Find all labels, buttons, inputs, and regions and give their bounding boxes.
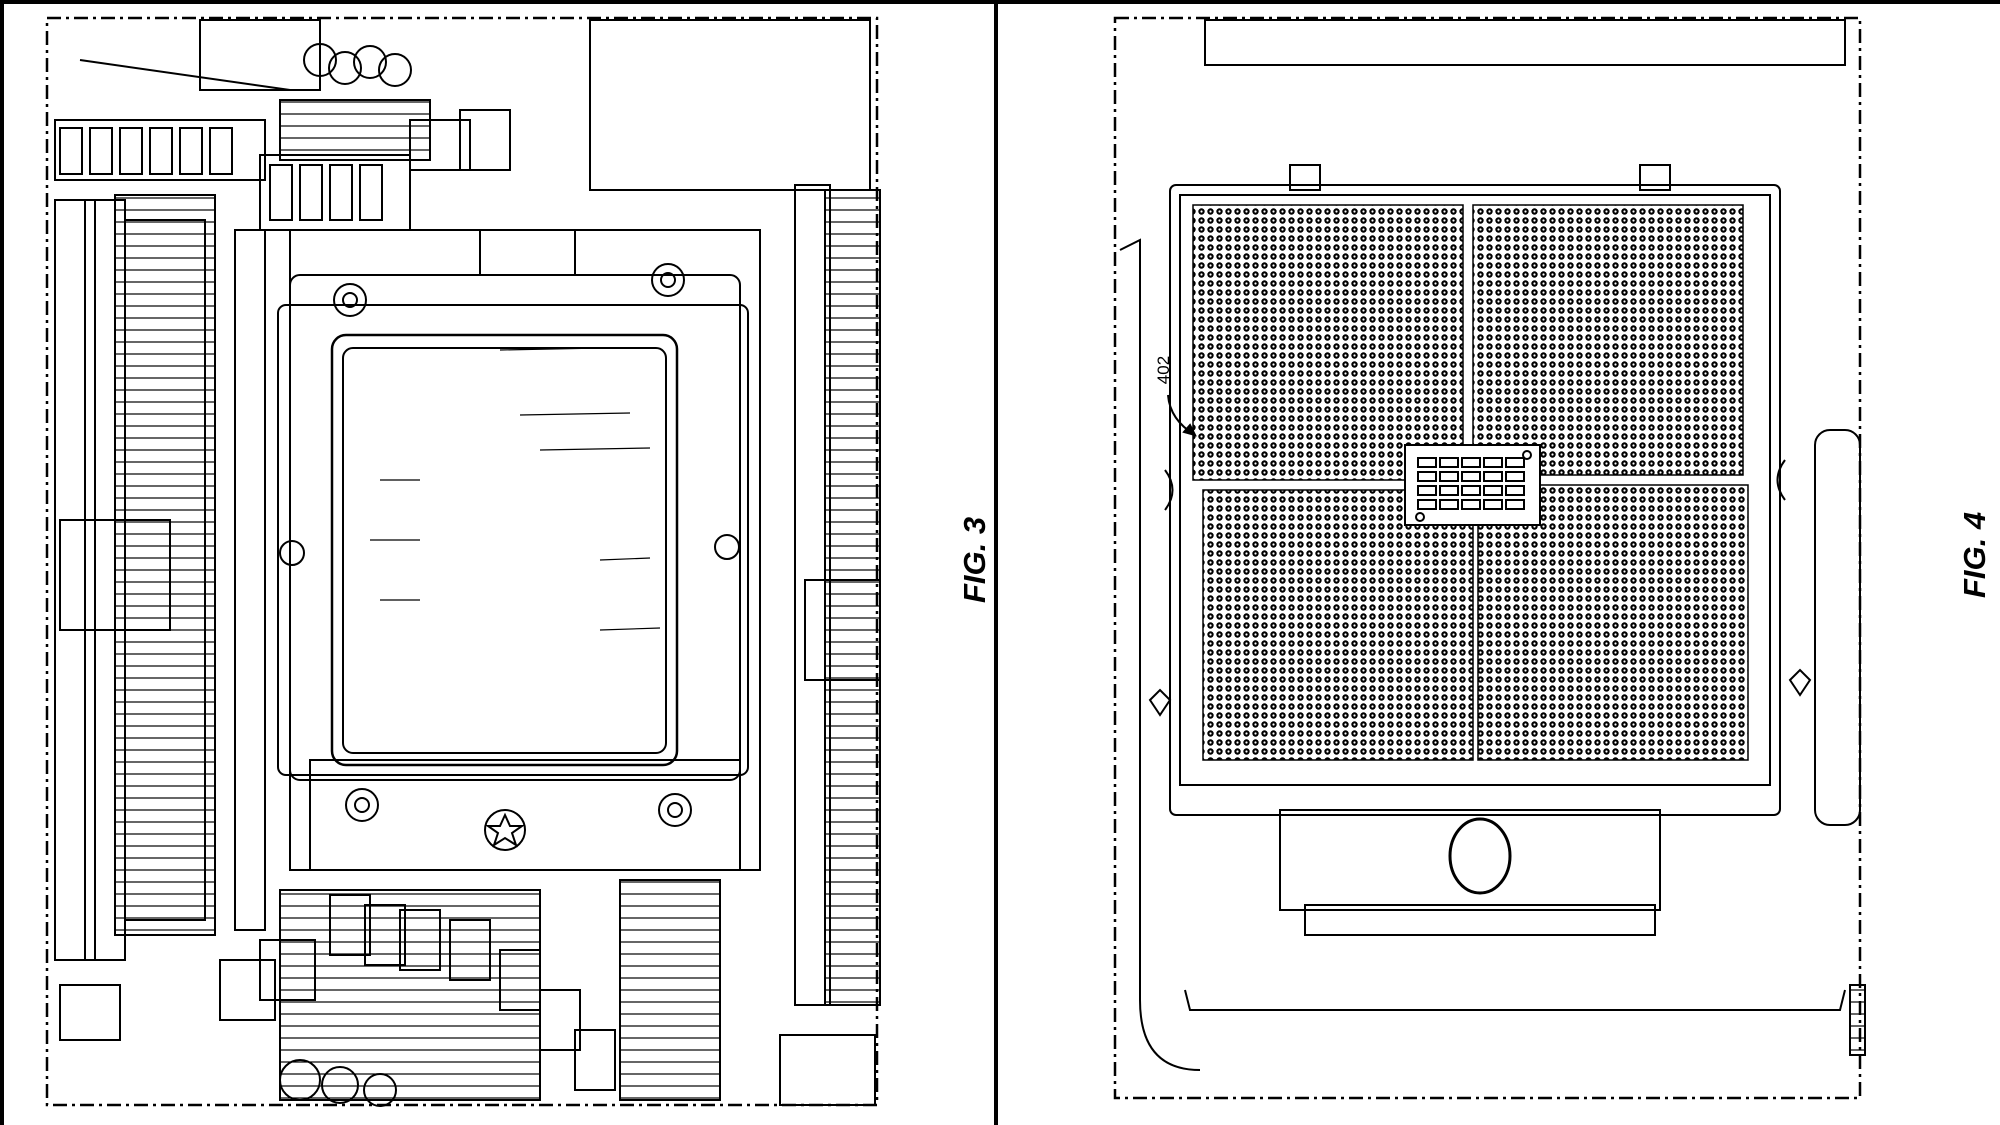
fig4-dashed-border — [1113, 16, 1862, 1100]
fig3-dashed-border — [45, 16, 879, 1107]
fig3-memory-slots-left — [54, 194, 266, 961]
fig4-pin-array-bottom-left — [1202, 489, 1474, 761]
fig4-pin-array-top-right — [1472, 204, 1744, 476]
fig3-vrm-bottom — [59, 879, 876, 1107]
reference-numeral-402: 402 — [1154, 355, 1174, 385]
fig3-drawing — [45, 16, 881, 1107]
fig3-memory-slots-right — [794, 184, 881, 1006]
fig4-arrowhead-402 — [1182, 423, 1197, 437]
fig3-lid-shading — [370, 347, 661, 631]
fig3-label: FIG. 3 — [957, 516, 992, 603]
fig3-socket-frame — [277, 229, 761, 871]
fig3-vrm-top — [54, 19, 871, 231]
fig4-pin-array-bottom-right — [1477, 484, 1749, 761]
fig4-socket-body — [1148, 164, 1812, 936]
fig4-board-outline — [1119, 19, 1866, 1071]
fig4-drawing — [1113, 16, 1866, 1100]
fig4-center-pad — [1404, 444, 1541, 526]
fig4-label: FIG. 4 — [1957, 511, 1992, 598]
fig4-pin-array-top-left — [1192, 204, 1464, 481]
